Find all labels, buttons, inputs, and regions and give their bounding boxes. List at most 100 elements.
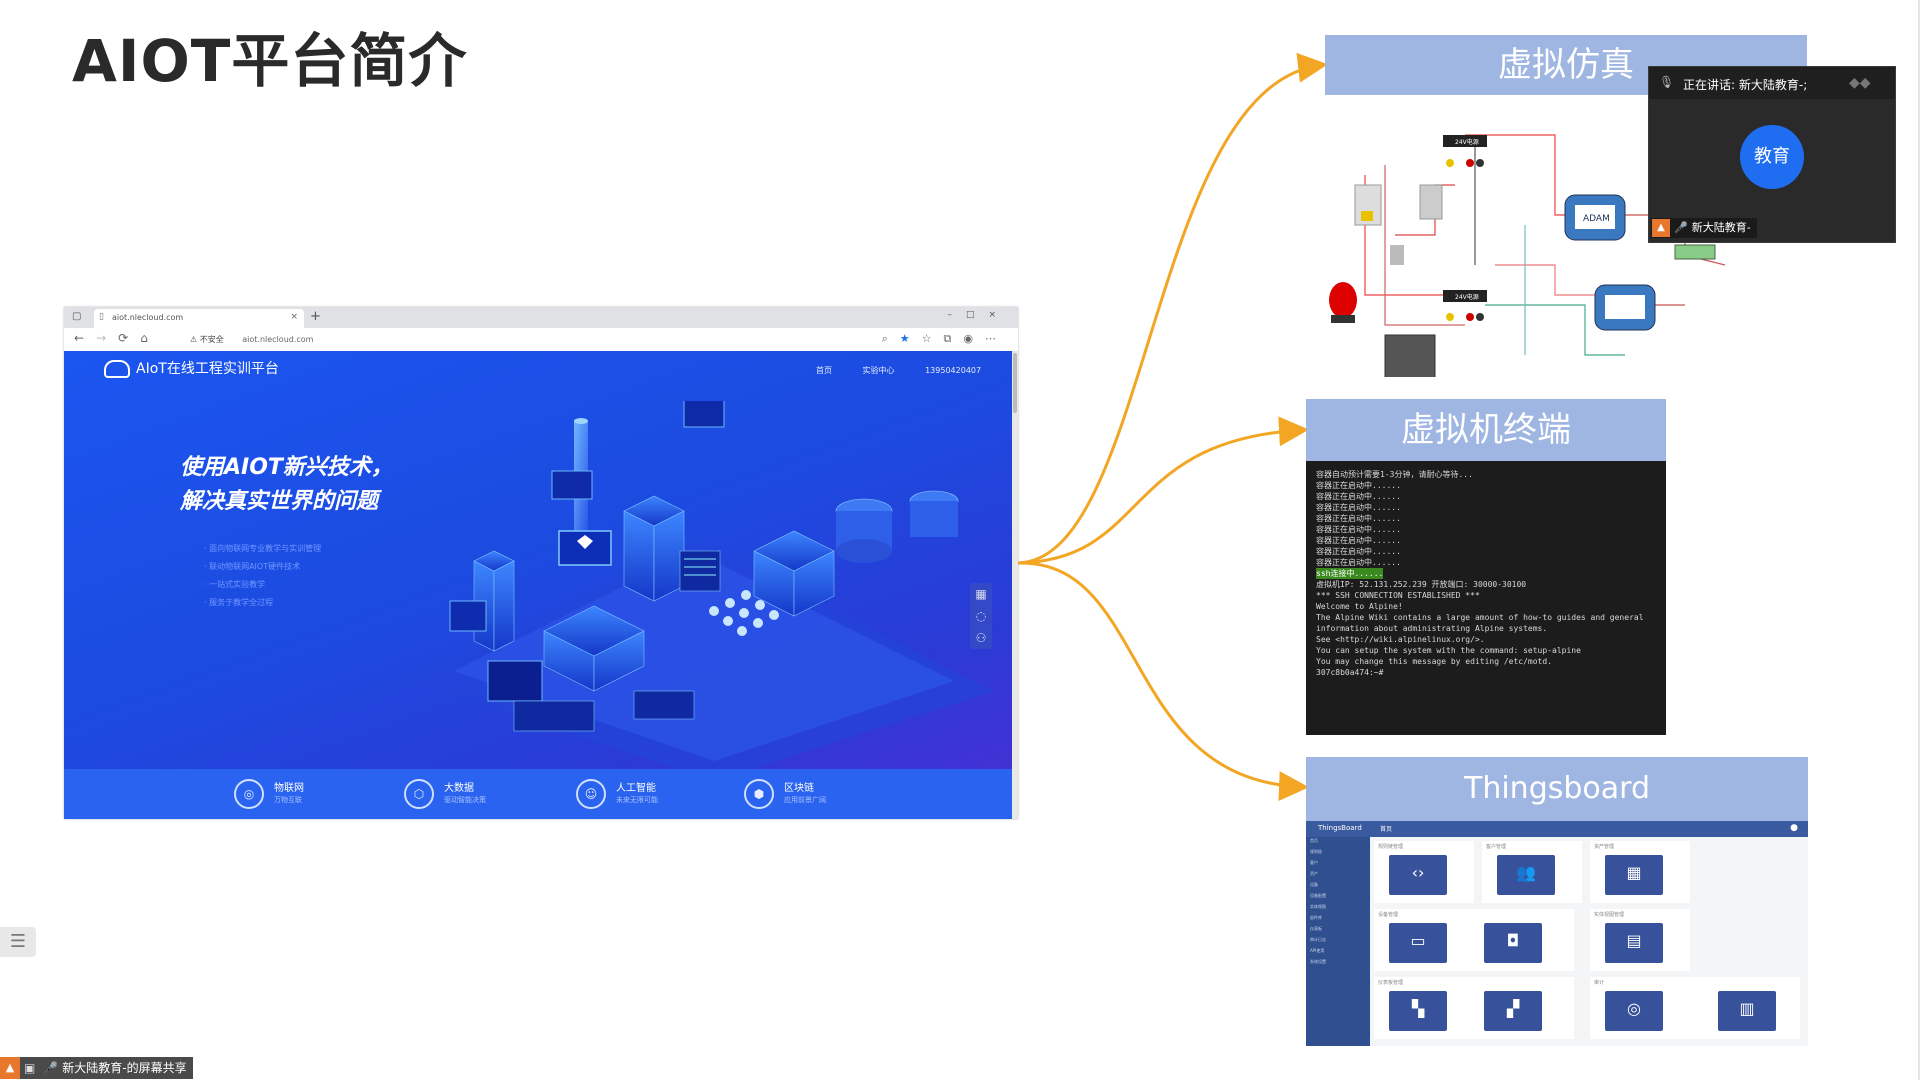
support-headset-icon[interactable]: ◌ <box>975 609 987 623</box>
building-icon[interactable]: ▦ <box>1605 855 1663 895</box>
user-icon[interactable]: ⚇ <box>975 631 987 645</box>
maximize-icon[interactable]: □ <box>965 310 989 320</box>
page-icon: ▯ <box>99 312 104 322</box>
url-field[interactable]: ⚠ 不安全 aiot.nlecloud.com <box>190 334 313 345</box>
card-devices[interactable]: 设备管理 ▭ ◘ <box>1374 909 1574 971</box>
account-icon[interactable]: ● <box>1790 823 1798 833</box>
screen-share-bar[interactable]: ▲▣🎤新大陆教育-的屏幕共享 <box>0 1057 193 1079</box>
nav-lab-center-link[interactable]: 实验中心 <box>862 366 895 375</box>
qr-code-icon[interactable]: ▦ <box>975 587 987 601</box>
new-tab-button[interactable]: + <box>310 309 321 324</box>
url-text: aiot.nlecloud.com <box>242 335 314 344</box>
terminal-line: You can setup the system with the comman… <box>1316 646 1581 655</box>
sidebar-item[interactable]: 规则链 <box>1310 849 1322 854</box>
mic-icon: 🎤 <box>1674 221 1688 234</box>
profile-icon[interactable]: ◉ <box>963 332 985 345</box>
tab-actions-icon[interactable]: ▢ <box>72 311 82 322</box>
sidebar-item[interactable]: 审计日志 <box>1310 937 1326 942</box>
devices-icon[interactable]: ▭ <box>1389 923 1447 963</box>
sidebar-item[interactable]: 系统设置 <box>1310 959 1326 964</box>
card-dashboards[interactable]: 仪表板管理 ▚ ▞ <box>1374 977 1574 1039</box>
sidebar-item[interactable]: 首页 <box>1310 838 1318 843</box>
widgets-icon[interactable]: ▚ <box>1389 991 1447 1031</box>
device-profile-icon[interactable]: ◘ <box>1484 923 1542 963</box>
power-supply-label: 24V电源 <box>1455 138 1479 146</box>
person-icon: ▲ <box>1652 219 1670 237</box>
terminal-output[interactable]: 容器自动预计需要1-3分钟，请耐心等待... 容器正在启动中...... 容器正… <box>1306 461 1666 735</box>
meeting-speaker-window[interactable]: 🎙 正在讲话: 新大陆教育-; ◆◆ 教育 ▲🎤新大陆教育- <box>1648 66 1896 243</box>
page-scrollbar[interactable] <box>1012 351 1018 819</box>
sidebar-item[interactable]: 客户 <box>1310 860 1318 865</box>
feature-blockchain[interactable]: ⬢ 区块链 应用前景广阔 <box>744 777 894 811</box>
sidebar-item[interactable]: 资产 <box>1310 871 1318 876</box>
sidebar-item[interactable]: 仪表板 <box>1310 926 1322 931</box>
entity-view-icon[interactable]: ▤ <box>1605 923 1663 963</box>
favorites-icon[interactable]: ☆ <box>921 332 944 345</box>
more-options-icon[interactable]: ◆◆ <box>1849 75 1871 91</box>
sidebar-item[interactable]: 部件库 <box>1310 915 1322 920</box>
card-label: 设备管理 <box>1378 912 1399 918</box>
sidebar-item[interactable]: 实体视图 <box>1310 904 1326 909</box>
bookmark-star-icon[interactable]: ★ <box>899 332 922 345</box>
home-icon[interactable]: ⌂ <box>140 331 160 345</box>
list-toggle-icon[interactable]: ☰ <box>0 927 36 957</box>
terminal-prompt: 307c8b0a474:~# <box>1316 668 1384 677</box>
feature-big-data[interactable]: ⬡ 大数据 驱动智能决策 <box>404 777 554 811</box>
users-icon[interactable]: 👥 <box>1497 855 1555 895</box>
api-usage-icon[interactable]: ▥ <box>1718 991 1776 1031</box>
card-label: 实体视图管理 <box>1594 912 1625 918</box>
site-logo[interactable]: AIoT在线工程实训平台 <box>104 358 279 378</box>
feature-desc: 未来无限可能 <box>616 796 658 804</box>
nav-home-link[interactable]: 首页 <box>816 366 832 375</box>
card-entity-views[interactable]: 实体视图管理 ▤ <box>1590 909 1690 971</box>
terminal-line: 容器正在启动中...... <box>1316 492 1401 501</box>
feature-desc: 应用前景广阔 <box>784 796 826 804</box>
terminal-line: The Alpine Wiki contains a large amount … <box>1316 613 1644 622</box>
hero-headline-line1: 使用AIOT新兴技术， <box>180 455 393 480</box>
speaker-name: 新大陆教育- <box>1691 221 1751 234</box>
feature-ai[interactable]: ☺ 人工智能 未来无限可能 <box>576 777 726 811</box>
thingsboard-sidebar: 首页 规则链 客户 资产 设备 设备配置 实体视图 部件库 仪表板 审计日志 A… <box>1306 837 1370 1046</box>
scrollbar-thumb[interactable] <box>1013 353 1017 413</box>
card-audit[interactable]: 审计◎▥ <box>1590 977 1800 1039</box>
sidebar-item[interactable]: 设备配置 <box>1310 893 1326 898</box>
feature-iot[interactable]: ◎ 物联网 万物互联 <box>234 777 384 811</box>
back-icon[interactable]: ← <box>74 331 97 345</box>
tab-close-icon[interactable]: × <box>290 312 298 322</box>
meeting-header: 🎙 正在讲话: 新大陆教育-; ◆◆ <box>1649 67 1895 99</box>
close-window-icon[interactable]: × <box>988 310 1010 320</box>
home-crumb[interactable]: 首页 <box>1380 826 1393 833</box>
card-label: 规则链管理 <box>1378 844 1404 850</box>
tab-title: aiot.nlecloud.com <box>112 313 184 322</box>
panel-title: 虚拟机终端 <box>1306 399 1666 461</box>
card-assets[interactable]: 资产管理▦ <box>1590 841 1690 903</box>
menu-icon[interactable]: ⋯ <box>985 332 1008 345</box>
minimize-icon[interactable]: – <box>947 310 966 320</box>
terminal-line: 容器正在启动中...... <box>1316 525 1401 534</box>
window-controls: –□× <box>947 310 1010 320</box>
card-customers[interactable]: 客户管理👥 <box>1482 841 1582 903</box>
adam-module-label: ADAM <box>1583 214 1610 224</box>
side-control-strip: ▦ ◌ ⚇ <box>970 583 992 649</box>
browser-toolbar: ⌕★☆⧉◉⋯ <box>882 332 1008 346</box>
card-rule-chains[interactable]: 规则链管理 ‹› <box>1374 841 1474 903</box>
sidebar-item[interactable]: API使用 <box>1310 948 1325 953</box>
dashboard-icon[interactable]: ▞ <box>1484 991 1542 1031</box>
person-icon: ▲ <box>0 1057 20 1079</box>
zoom-icon[interactable]: ⌕ <box>881 332 900 345</box>
screen-icon: ▣ <box>24 1061 36 1075</box>
terminal-line: information about administrating Alpine … <box>1316 624 1548 633</box>
code-icon[interactable]: ‹› <box>1389 855 1447 895</box>
address-bar-row: ←→⟳⌂ ⚠ 不安全 aiot.nlecloud.com ⌕★☆⧉◉⋯ <box>64 328 1018 352</box>
forward-icon[interactable]: → <box>96 331 119 345</box>
refresh-icon[interactable]: ⟳ <box>118 331 141 345</box>
browser-tab[interactable]: ▯ aiot.nlecloud.com × <box>94 309 304 328</box>
audit-log-icon[interactable]: ◎ <box>1605 991 1663 1031</box>
terminal-line: *** SSH CONNECTION ESTABLISHED *** <box>1316 591 1480 600</box>
site-page: AIoT在线工程实训平台 首页 实验中心 13950420407 使用AIOT新… <box>64 351 1012 819</box>
collections-icon[interactable]: ⧉ <box>943 332 964 345</box>
sidebar-item[interactable]: 设备 <box>1310 882 1318 887</box>
mic-icon: 🎤 <box>43 1061 59 1075</box>
nav-user-account[interactable]: 13950420407 <box>925 366 982 375</box>
card-label: 仪表板管理 <box>1378 980 1404 986</box>
